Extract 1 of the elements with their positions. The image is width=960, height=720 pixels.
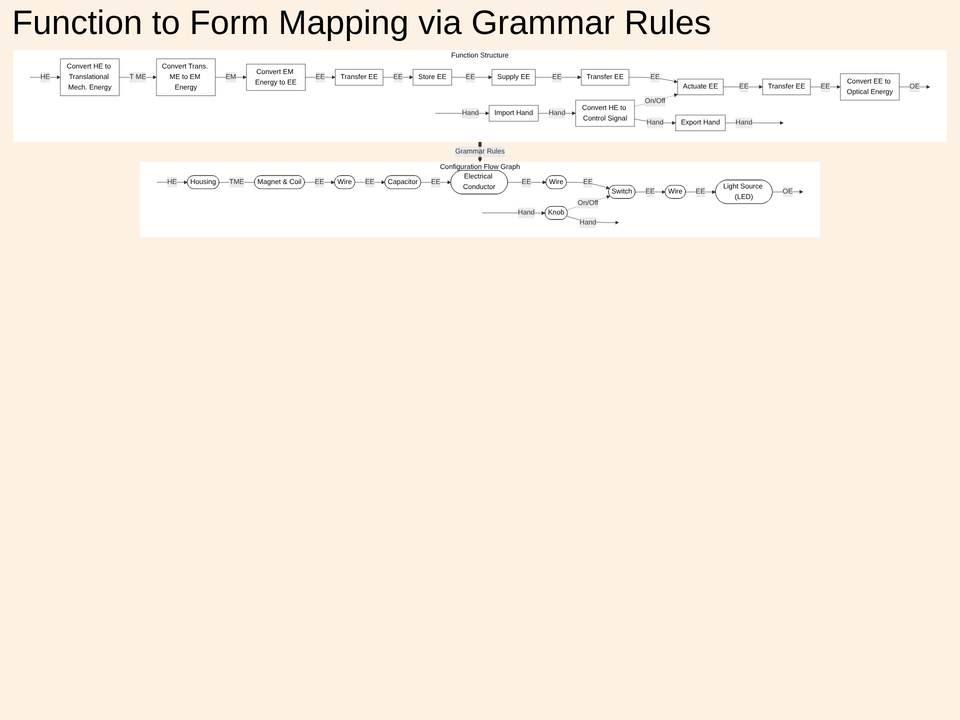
slide-title: Function to Form Mapping via Grammar Rules: [12, 4, 712, 43]
